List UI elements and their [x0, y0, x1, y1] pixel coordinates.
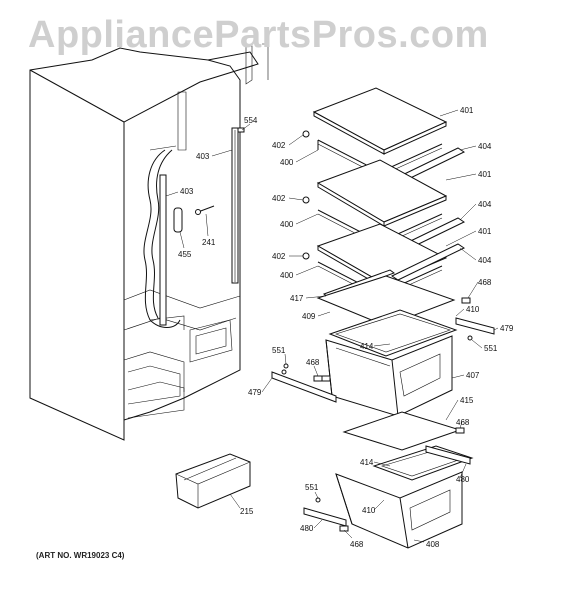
screw-551-right [467, 335, 473, 341]
part-label-241: 241 [202, 238, 216, 247]
watermark-logo: AppliancePartsPros.com [28, 14, 489, 56]
part-label-551: 551 [484, 344, 498, 353]
pan-cover-glass-409 [316, 275, 456, 327]
screw-551-left [283, 363, 289, 369]
part-label-407: 407 [466, 371, 480, 380]
shelf-rail-403-left [159, 174, 167, 326]
part-label-414: 414 [360, 458, 374, 467]
part-label-410: 410 [362, 506, 376, 515]
leader-lines [165, 109, 499, 543]
part-label-480: 480 [456, 475, 470, 484]
part-label-468: 468 [478, 278, 492, 287]
slide-cap-468-right [461, 297, 471, 304]
part-label-409: 409 [302, 312, 316, 321]
crisper-drawer-408 [335, 471, 463, 549]
part-label-414: 414 [360, 342, 374, 351]
part-label-455: 455 [178, 250, 192, 259]
glass-shelf-401-mid [316, 159, 448, 227]
part-label-401: 401 [460, 106, 474, 115]
part-label-402: 402 [272, 252, 286, 261]
part-label-479: 479 [248, 388, 262, 397]
glass-shelf-401-top [312, 87, 448, 155]
crisper-cover-frame-414-upper [328, 309, 458, 357]
part-label-551: 551 [305, 483, 319, 492]
part-label-468: 468 [456, 418, 470, 427]
part-label-480: 480 [300, 524, 314, 533]
part-label-401: 401 [478, 170, 492, 179]
part-label-408: 408 [426, 540, 440, 549]
part-label-404: 404 [478, 200, 492, 209]
part-label-404: 404 [478, 256, 492, 265]
part-label-410: 410 [466, 305, 480, 314]
drawer-slide-479-left [271, 369, 337, 403]
part-label-400: 400 [280, 158, 294, 167]
part-label-402: 402 [272, 141, 286, 150]
refrigerator-cabinet [29, 43, 269, 441]
part-label-554: 554 [244, 116, 258, 125]
screw-551-lower [315, 497, 321, 503]
slide-cap-468-left [313, 375, 323, 382]
part-label-417: 417 [290, 294, 304, 303]
slide-cap-468-bottom [339, 525, 349, 532]
shelf-bracket-402-top [302, 130, 310, 138]
part-label-479: 479 [500, 324, 514, 333]
part-label-468: 468 [306, 358, 320, 367]
shelf-bracket-402-low [302, 252, 310, 260]
shelf-trim-404-low [390, 243, 466, 281]
art-number: (ART NO. WR19023 C4) [36, 551, 125, 560]
part-label-404: 404 [478, 142, 492, 151]
drawer-slide-480-right [425, 445, 471, 465]
part-label-403: 403 [180, 187, 194, 196]
part-label-400: 400 [280, 220, 294, 229]
part-label-468: 468 [350, 540, 364, 549]
shelf-rail-403-right [231, 127, 239, 284]
part-label-403: 403 [196, 152, 210, 161]
part-label-401: 401 [478, 227, 492, 236]
clip-554 [237, 127, 245, 133]
part-label-402: 402 [272, 194, 286, 203]
drawer-slide-479-right [455, 317, 495, 335]
door-bin-215 [175, 453, 251, 509]
pan-cover-glass-415 [342, 411, 462, 451]
part-label-400: 400 [280, 271, 294, 280]
part-label-415: 415 [460, 396, 474, 405]
part-label-215: 215 [240, 507, 254, 516]
rail-cap-455 [173, 207, 183, 233]
screw-241 [195, 205, 215, 215]
shelf-bracket-402-mid [302, 196, 310, 204]
slide-cap-468-lower [455, 427, 465, 434]
part-number-labels: 554 403 403 241 455 401 402 400 404 401 … [178, 106, 514, 549]
slide-cap-468-left-b [321, 375, 331, 382]
part-label-551: 551 [272, 346, 286, 355]
